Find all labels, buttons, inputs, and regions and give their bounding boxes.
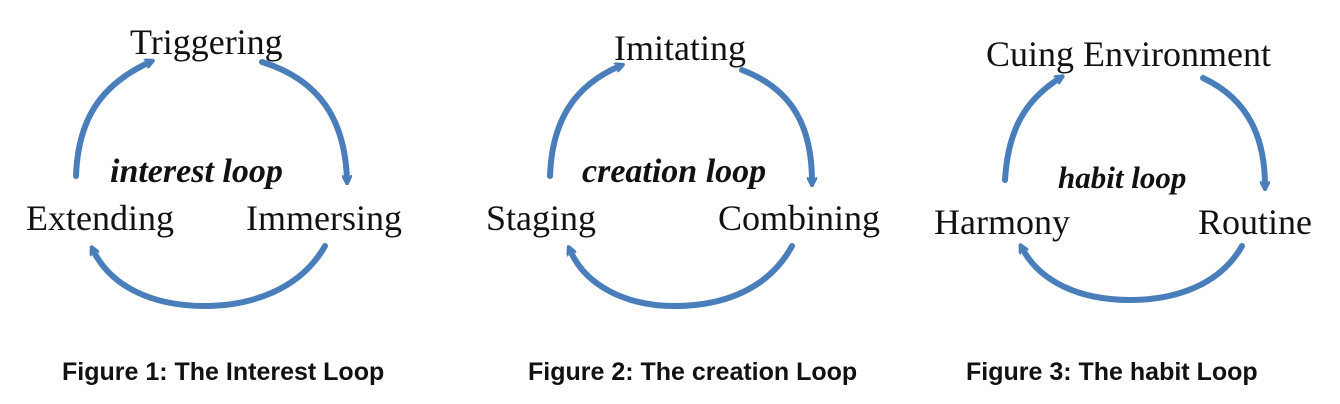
interest-loop-arrows: [73, 0, 440, 310]
node-left: Extending: [26, 198, 174, 238]
node-right: Combining: [718, 198, 881, 238]
loop-label: interest loop: [110, 153, 283, 190]
habit-loop-arrows: [1002, 0, 1340, 304]
node-left: Staging: [486, 198, 597, 238]
arrow-left-to-top: [1002, 78, 1060, 183]
figure-caption: Figure 2: The creation Loop: [528, 358, 858, 386]
figure-caption: Figure 3: The habit Loop: [966, 358, 1258, 386]
node-top: Imitating: [614, 28, 746, 68]
arrow-left-to-top: [547, 66, 620, 179]
loop-label: creation loop: [582, 153, 767, 190]
figure-caption: Figure 1: The Interest Loop: [62, 358, 385, 386]
arrow-left-to-top: [73, 62, 150, 179]
node-top: Cuing Environment: [986, 34, 1271, 74]
node-right: Immersing: [246, 198, 402, 238]
arrow-top-to-right: [259, 59, 347, 180]
creation-loop-arrows: [547, 0, 900, 310]
interest-loop-diagram: Triggering interest loop Extending Immer…: [0, 0, 440, 404]
node-right: Routine: [1198, 202, 1312, 242]
node-left: Harmony: [934, 202, 1070, 242]
arrow-right-to-left: [93, 243, 328, 310]
creation-loop-diagram: Imitating creation loop Staging Combinin…: [460, 0, 900, 404]
arrow-right-to-left: [570, 243, 795, 310]
arrow-right-to-left: [1022, 246, 1245, 304]
arrow-top-to-right: [1200, 75, 1265, 186]
node-top: Triggering: [130, 22, 283, 62]
habit-loop-diagram: Cuing Environment habit loop Harmony Rou…: [920, 0, 1340, 404]
loop-label: habit loop: [1058, 160, 1187, 195]
arrow-top-to-right: [739, 67, 812, 182]
